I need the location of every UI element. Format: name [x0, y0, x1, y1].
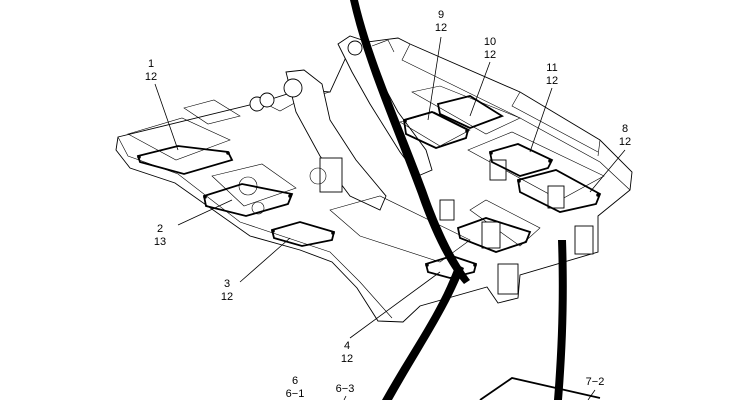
leader-9: [427, 36, 442, 121]
cover-plate-10: [436, 95, 505, 129]
leader-10: [469, 61, 491, 117]
cover-plate-2: [202, 183, 294, 217]
cover-plate-8: [516, 169, 602, 213]
callout-qty: 12: [340, 353, 354, 365]
callout-qty: 12: [545, 75, 559, 87]
callout-qty: 6−1: [285, 388, 305, 400]
callout-ref: 11: [546, 62, 558, 74]
callout-11: 11 12: [535, 62, 569, 88]
cover-plate-9: [402, 111, 470, 149]
callout-2: 2 13: [143, 223, 177, 249]
cover-plate-7-2: [479, 377, 601, 400]
callout-9: 9 12: [424, 9, 458, 35]
cover-plate-center: [456, 217, 532, 253]
callout-qty: 12: [618, 136, 632, 148]
callout-ref: 1: [147, 58, 155, 70]
callout-qty: 12: [483, 49, 497, 61]
callout-8: 8 12: [608, 123, 642, 149]
callout-ref: 10: [483, 36, 497, 48]
callout-ref: 7−2: [585, 376, 605, 388]
leader-1: [154, 83, 179, 151]
leader-4: [349, 271, 441, 339]
callout-4: 4 12: [330, 340, 364, 366]
callout-ref: 9: [437, 9, 445, 21]
callout-ref: 8: [621, 123, 629, 135]
callout-ref: 4: [343, 340, 351, 352]
callout-1: 1 12: [134, 58, 168, 84]
cover-plate-11: [488, 143, 554, 177]
cover-plate-1: [136, 145, 234, 175]
leader-7-2: [587, 389, 596, 400]
section-break-bands: [350, 0, 567, 400]
bolt-dots: [137, 119, 600, 267]
callout-ref: 6−3: [335, 383, 355, 395]
callout-qty: 13: [153, 236, 167, 248]
leader-lines: [154, 36, 626, 400]
leader-6-3: [343, 395, 347, 400]
right-deck: [319, 85, 605, 295]
leader-2: [177, 199, 233, 226]
callout-qty: 12: [144, 71, 158, 83]
cover-plate-3: [270, 221, 336, 247]
upper-frame-body: [115, 37, 633, 323]
callout-6-3: 6−3: [328, 383, 362, 396]
callout-6: 6 6−1: [278, 375, 312, 400]
leader-3: [239, 237, 291, 283]
callout-qty: 12: [220, 291, 234, 303]
callout-ref: 3: [223, 278, 231, 290]
callout-ref: 2: [156, 223, 164, 235]
callout-ref: 6: [291, 375, 299, 387]
leader-11: [529, 87, 553, 153]
callout-qty: 12: [434, 22, 448, 34]
callout-7-2: 7−2: [578, 376, 612, 389]
callout-3: 3 12: [210, 278, 244, 304]
callout-10: 10 12: [473, 36, 507, 62]
leader-8: [589, 149, 626, 193]
